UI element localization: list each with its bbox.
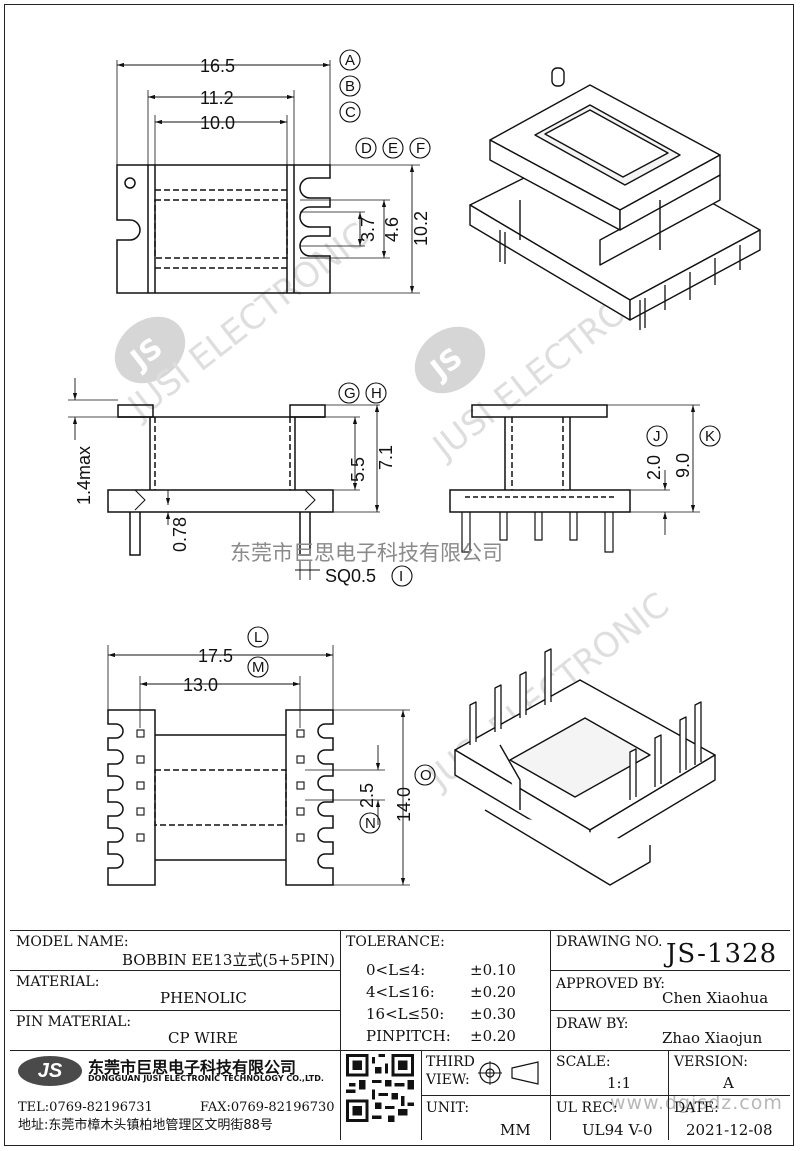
callout-l: L — [254, 629, 262, 646]
side-view — [68, 378, 380, 580]
scale-value: 1:1 — [607, 1074, 632, 1092]
pin-material-label: PIN MATERIAL: — [16, 1014, 132, 1030]
tb-line — [550, 970, 790, 971]
callout-k: K — [705, 428, 715, 445]
tolerance-range: PINPITCH: — [366, 1027, 451, 1045]
pin-material-value: CP WIRE — [168, 1029, 238, 1047]
tolerance-range: 16<L≤50: — [366, 1005, 445, 1023]
watermark-website: www.dgjsdz.com — [610, 1092, 783, 1114]
model-name-label: MODEL NAME: — [16, 934, 129, 950]
tolerance-value: ±0.20 — [470, 1027, 516, 1045]
tolerance-range: 0<L≤4: — [366, 961, 426, 979]
callout-j: J — [653, 428, 661, 445]
tolerance-value: ±0.30 — [470, 1005, 516, 1023]
callout-e: E — [388, 140, 398, 157]
callout-a: A — [345, 52, 355, 69]
drawing-frame — [4, 4, 794, 1146]
callout-o: O — [420, 767, 432, 784]
tolerance-value: ±0.20 — [470, 983, 516, 1001]
scale-label: SCALE: — [556, 1054, 611, 1070]
callout-i: I — [399, 568, 403, 585]
iso-view-top — [469, 67, 761, 330]
callout-g: G — [344, 385, 356, 402]
date-value: 2021-12-08 — [686, 1121, 773, 1139]
company-tel: TEL:0769-82196731 — [18, 1100, 153, 1115]
tb-line — [550, 1010, 790, 1011]
unit-value: MM — [500, 1121, 531, 1139]
third-angle-symbol-icon — [478, 1061, 539, 1085]
company-logo: JS — [18, 1056, 82, 1086]
watermark-company-cn: 东莞市巨思电子科技有限公司 — [230, 541, 503, 565]
dim-top-f: 10.2 — [411, 211, 431, 246]
dim-top-a: 16.5 — [200, 56, 235, 76]
company-address: 地址:东莞市樟木头镇柏地管理区文明街88号 — [18, 1118, 273, 1133]
drawing-no-label: DRAWING NO. — [556, 934, 663, 950]
top-view — [116, 60, 420, 294]
draw-by-value: Zhao Xiaojun — [662, 1029, 763, 1047]
dim-bot-n: 2.5 — [357, 783, 377, 808]
dim-bot-m: 13.0 — [183, 675, 218, 695]
dim-top-e: 4.6 — [382, 217, 402, 242]
tb-line — [10, 1010, 340, 1011]
tb-line — [10, 930, 790, 931]
dim-side-sq: SQ0.5 — [325, 566, 376, 586]
draw-by-label: DRAW BY: — [556, 1016, 629, 1032]
approved-by-label: APPROVED BY: — [556, 976, 665, 992]
tb-line — [550, 930, 551, 1140]
iso-view-bottom — [454, 648, 716, 886]
dim-side-g: 5.5 — [348, 457, 368, 482]
callout-h: H — [371, 385, 382, 402]
dim-bot-l: 17.5 — [198, 646, 233, 666]
date-label: DATE: — [674, 1100, 719, 1116]
dim-front-j: 2.0 — [644, 455, 664, 480]
company-name-en: DONGGUAN JUSI ELECTRONIC TECHNOLOGY CO.,… — [88, 1074, 324, 1083]
third-view-label-2: VIEW: — [426, 1072, 470, 1088]
tolerance-label: TOLERANCE: — [346, 934, 445, 950]
company-name-cn: 东莞市巨思电子科技有限公司 — [88, 1058, 297, 1077]
tolerance-range: 4<L≤16: — [366, 983, 435, 1001]
version-label: VERSION: — [674, 1054, 748, 1070]
dim-top-c: 10.0 — [200, 113, 235, 133]
callout-b: B — [345, 78, 355, 95]
callout-d: D — [361, 140, 372, 157]
bottom-view — [107, 645, 410, 886]
qr-code — [346, 1054, 414, 1122]
callout-f: F — [416, 140, 425, 157]
tb-line — [10, 1050, 790, 1051]
dim-side-pin: 0.78 — [170, 517, 190, 552]
dim-top-b: 11.2 — [200, 88, 234, 108]
dim-front-k: 9.0 — [673, 453, 693, 478]
company-fax: FAX:0769-82196730 — [200, 1100, 335, 1115]
tb-line — [10, 970, 340, 971]
callout-n: N — [365, 815, 376, 832]
approved-by-value: Chen Xiaohua — [662, 989, 769, 1007]
model-name-value: BOBBIN EE13立式(5+5PIN) — [122, 951, 335, 969]
ul-rec-label: UL REC: — [556, 1100, 618, 1116]
dim-side-h: 7.1 — [376, 445, 396, 470]
dim-bot-o: 14.0 — [394, 787, 414, 822]
callout-c: C — [345, 104, 356, 121]
version-value: A — [723, 1074, 734, 1092]
dim-top-d: 3.7 — [358, 217, 378, 242]
ul-rec-value: UL94 V-0 — [582, 1121, 653, 1139]
third-view-label: THIRD — [426, 1054, 475, 1070]
material-label: MATERIAL: — [16, 974, 100, 990]
unit-label: UNIT: — [426, 1100, 470, 1116]
drawing-no-value: JS-1328 — [666, 939, 778, 969]
callout-m: M — [252, 659, 265, 676]
technical-drawing: JS JUSI ELECTRONIC JS JUSI ELECTRONIC JU… — [68, 49, 761, 886]
callouts-top — [339, 49, 431, 159]
tolerance-value: ±0.10 — [470, 961, 516, 979]
front-view — [449, 404, 700, 553]
dim-side-max: 1.4max — [74, 446, 94, 505]
title-block: MODEL NAME: BOBBIN EE13立式(5+5PIN) MATERI… — [10, 930, 790, 1140]
material-value: PHENOLIC — [160, 989, 247, 1007]
tb-line — [340, 930, 341, 1140]
tb-line — [421, 1095, 790, 1096]
